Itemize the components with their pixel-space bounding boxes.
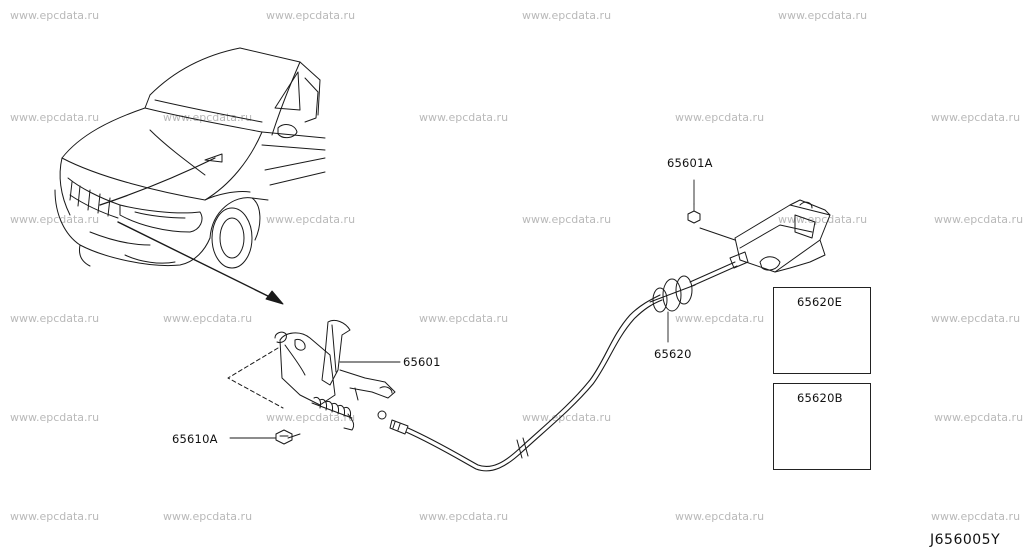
- diagram-code: J656005Y: [930, 532, 1001, 548]
- watermark-text: www.epcdata.ru: [934, 213, 1024, 226]
- part-label-65610A: 65610A: [172, 432, 218, 446]
- watermark-text: www.epcdata.ru: [266, 213, 356, 226]
- clip-65620B-box: 65620B: [773, 383, 871, 470]
- washer-drawing: [377, 410, 387, 420]
- watermark-text: www.epcdata.ru: [675, 312, 765, 325]
- watermark-text: www.epcdata.ru: [10, 213, 100, 226]
- watermark-text: www.epcdata.ru: [522, 411, 612, 424]
- watermark-text: www.epcdata.ru: [419, 312, 509, 325]
- watermark-text: www.epcdata.ru: [675, 111, 765, 124]
- release-handle-drawing: [687, 179, 831, 273]
- watermark-text: www.epcdata.ru: [10, 312, 100, 325]
- watermark-text: www.epcdata.ru: [419, 510, 509, 523]
- watermark-text: www.epcdata.ru: [10, 411, 100, 424]
- hood-lock-assembly: [227, 319, 401, 431]
- watermark-text: www.epcdata.ru: [163, 312, 253, 325]
- watermark-text: www.epcdata.ru: [675, 510, 765, 523]
- watermark-text: www.epcdata.ru: [163, 510, 253, 523]
- watermark-text: www.epcdata.ru: [934, 411, 1024, 424]
- watermark-text: www.epcdata.ru: [10, 111, 100, 124]
- watermark-text: www.epcdata.ru: [522, 213, 612, 226]
- watermark-text: www.epcdata.ru: [266, 9, 356, 22]
- watermark-text: www.epcdata.ru: [778, 9, 868, 22]
- watermark-text: www.epcdata.ru: [931, 510, 1021, 523]
- clip-65620E-box: 65620E: [773, 287, 871, 374]
- watermark-text: www.epcdata.ru: [419, 111, 509, 124]
- watermark-text: www.epcdata.ru: [522, 9, 612, 22]
- car-illustration: [54, 47, 326, 305]
- watermark-text: www.epcdata.ru: [931, 312, 1021, 325]
- part-label-65620: 65620: [654, 347, 692, 361]
- watermark-text: www.epcdata.ru: [163, 111, 253, 124]
- part-label-65620B: 65620B: [797, 391, 843, 405]
- watermark-text: www.epcdata.ru: [10, 510, 100, 523]
- watermark-text: www.epcdata.ru: [778, 213, 868, 226]
- watermark-text: www.epcdata.ru: [266, 411, 356, 424]
- watermark-text: www.epcdata.ru: [10, 9, 100, 22]
- watermark-text: www.epcdata.ru: [931, 111, 1021, 124]
- cable-drawing: [389, 251, 749, 472]
- bolt-65610A-drawing: [229, 429, 301, 445]
- part-label-65620E: 65620E: [797, 295, 843, 309]
- part-label-65601A: 65601A: [667, 156, 713, 170]
- part-label-65601: 65601: [403, 355, 441, 369]
